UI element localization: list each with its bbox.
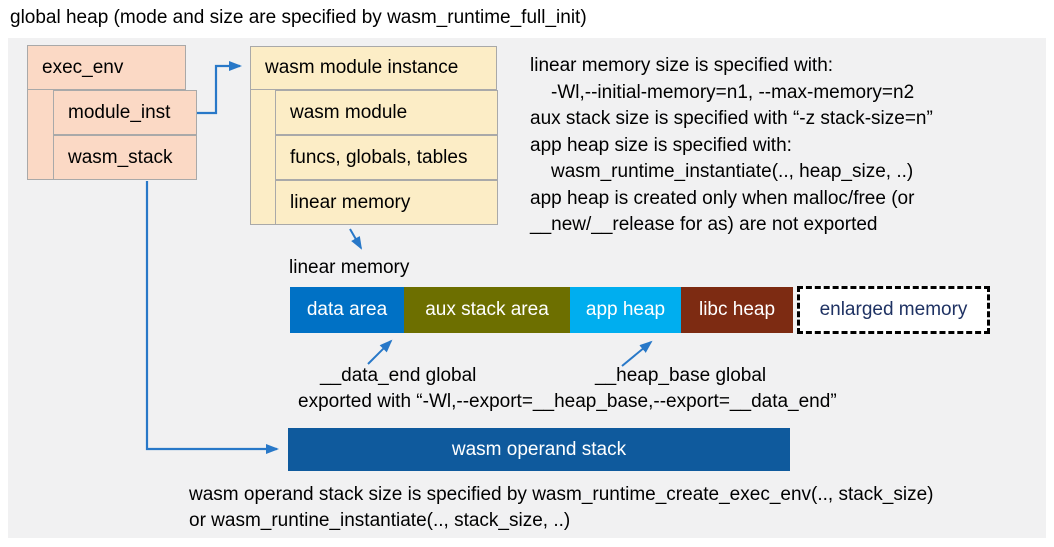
enlarged-memory-label: enlarged memory — [819, 299, 968, 320]
linear-memory-cell-label: linear memory — [290, 191, 411, 213]
funcs-globals-tables-label: funcs, globals, tables — [290, 146, 468, 168]
segment-libc-heap-label: libc heap — [698, 299, 776, 320]
enlarged-memory-box: enlarged memory — [797, 286, 990, 334]
note-line: wasm operand stack size is specified by … — [189, 484, 934, 505]
note-line: wasm_runtime_instantiate(.., heap_size, … — [551, 161, 914, 182]
note-line: linear memory size is specified with: — [530, 55, 834, 76]
linear-memory-cell: linear memory — [275, 180, 498, 225]
segment-libc-heap: libc heap — [681, 287, 793, 333]
memory-size-notes: linear memory size is specified with: -W… — [530, 53, 933, 239]
note-line: app heap size is specified with: — [530, 134, 792, 156]
module-instance-header: wasm module instance — [250, 46, 497, 90]
note-line: or wasm_runtine_instantiate(.., stack_si… — [189, 510, 571, 531]
linear-memory-bar-title: linear memory — [289, 257, 410, 278]
module-instance-title: wasm module instance — [265, 57, 459, 78]
page-title: global heap (mode and size are specified… — [10, 7, 587, 28]
exec-env-title: exec_env — [42, 56, 124, 78]
note-line: app heap is created only when malloc/fre… — [530, 187, 915, 209]
segment-app-heap-label: app heap — [585, 299, 666, 320]
segment-aux-stack-area: aux stack area — [404, 287, 570, 333]
wasm-module-label: wasm module — [290, 101, 408, 123]
note-line: __new/__release for as) are not exported — [530, 214, 878, 235]
wasm-stack-label: wasm_stack — [68, 146, 173, 168]
note-line: -Wl,--initial-memory=n1, --max-memory=n2 — [551, 81, 915, 103]
note-line: aux stack size is specified with “-z sta… — [530, 108, 933, 129]
segment-aux-stack-area-label: aux stack area — [425, 299, 549, 320]
segment-data-area-label: data area — [306, 299, 388, 320]
segment-data-area: data area — [290, 287, 404, 333]
exec-env-header: exec_env — [27, 45, 186, 90]
exported-with-label: exported with “-Wl,--export=__heap_base,… — [298, 391, 837, 412]
heap-base-global-label: __heap_base global — [595, 365, 767, 386]
wasm-operand-stack-label: wasm operand stack — [451, 438, 627, 460]
data-end-global-label: __data_end global — [320, 365, 477, 386]
wasm-stack-cell: wasm_stack — [53, 135, 197, 180]
wasm-module-cell: wasm module — [275, 90, 498, 135]
wasm-operand-stack-bar: wasm operand stack — [288, 428, 790, 471]
module-inst-label: module_inst — [68, 101, 171, 123]
funcs-globals-tables-cell: funcs, globals, tables — [275, 135, 498, 180]
module-inst-cell: module_inst — [53, 90, 197, 135]
operand-stack-notes: wasm operand stack size is specified by … — [189, 482, 934, 534]
segment-app-heap: app heap — [570, 287, 681, 333]
